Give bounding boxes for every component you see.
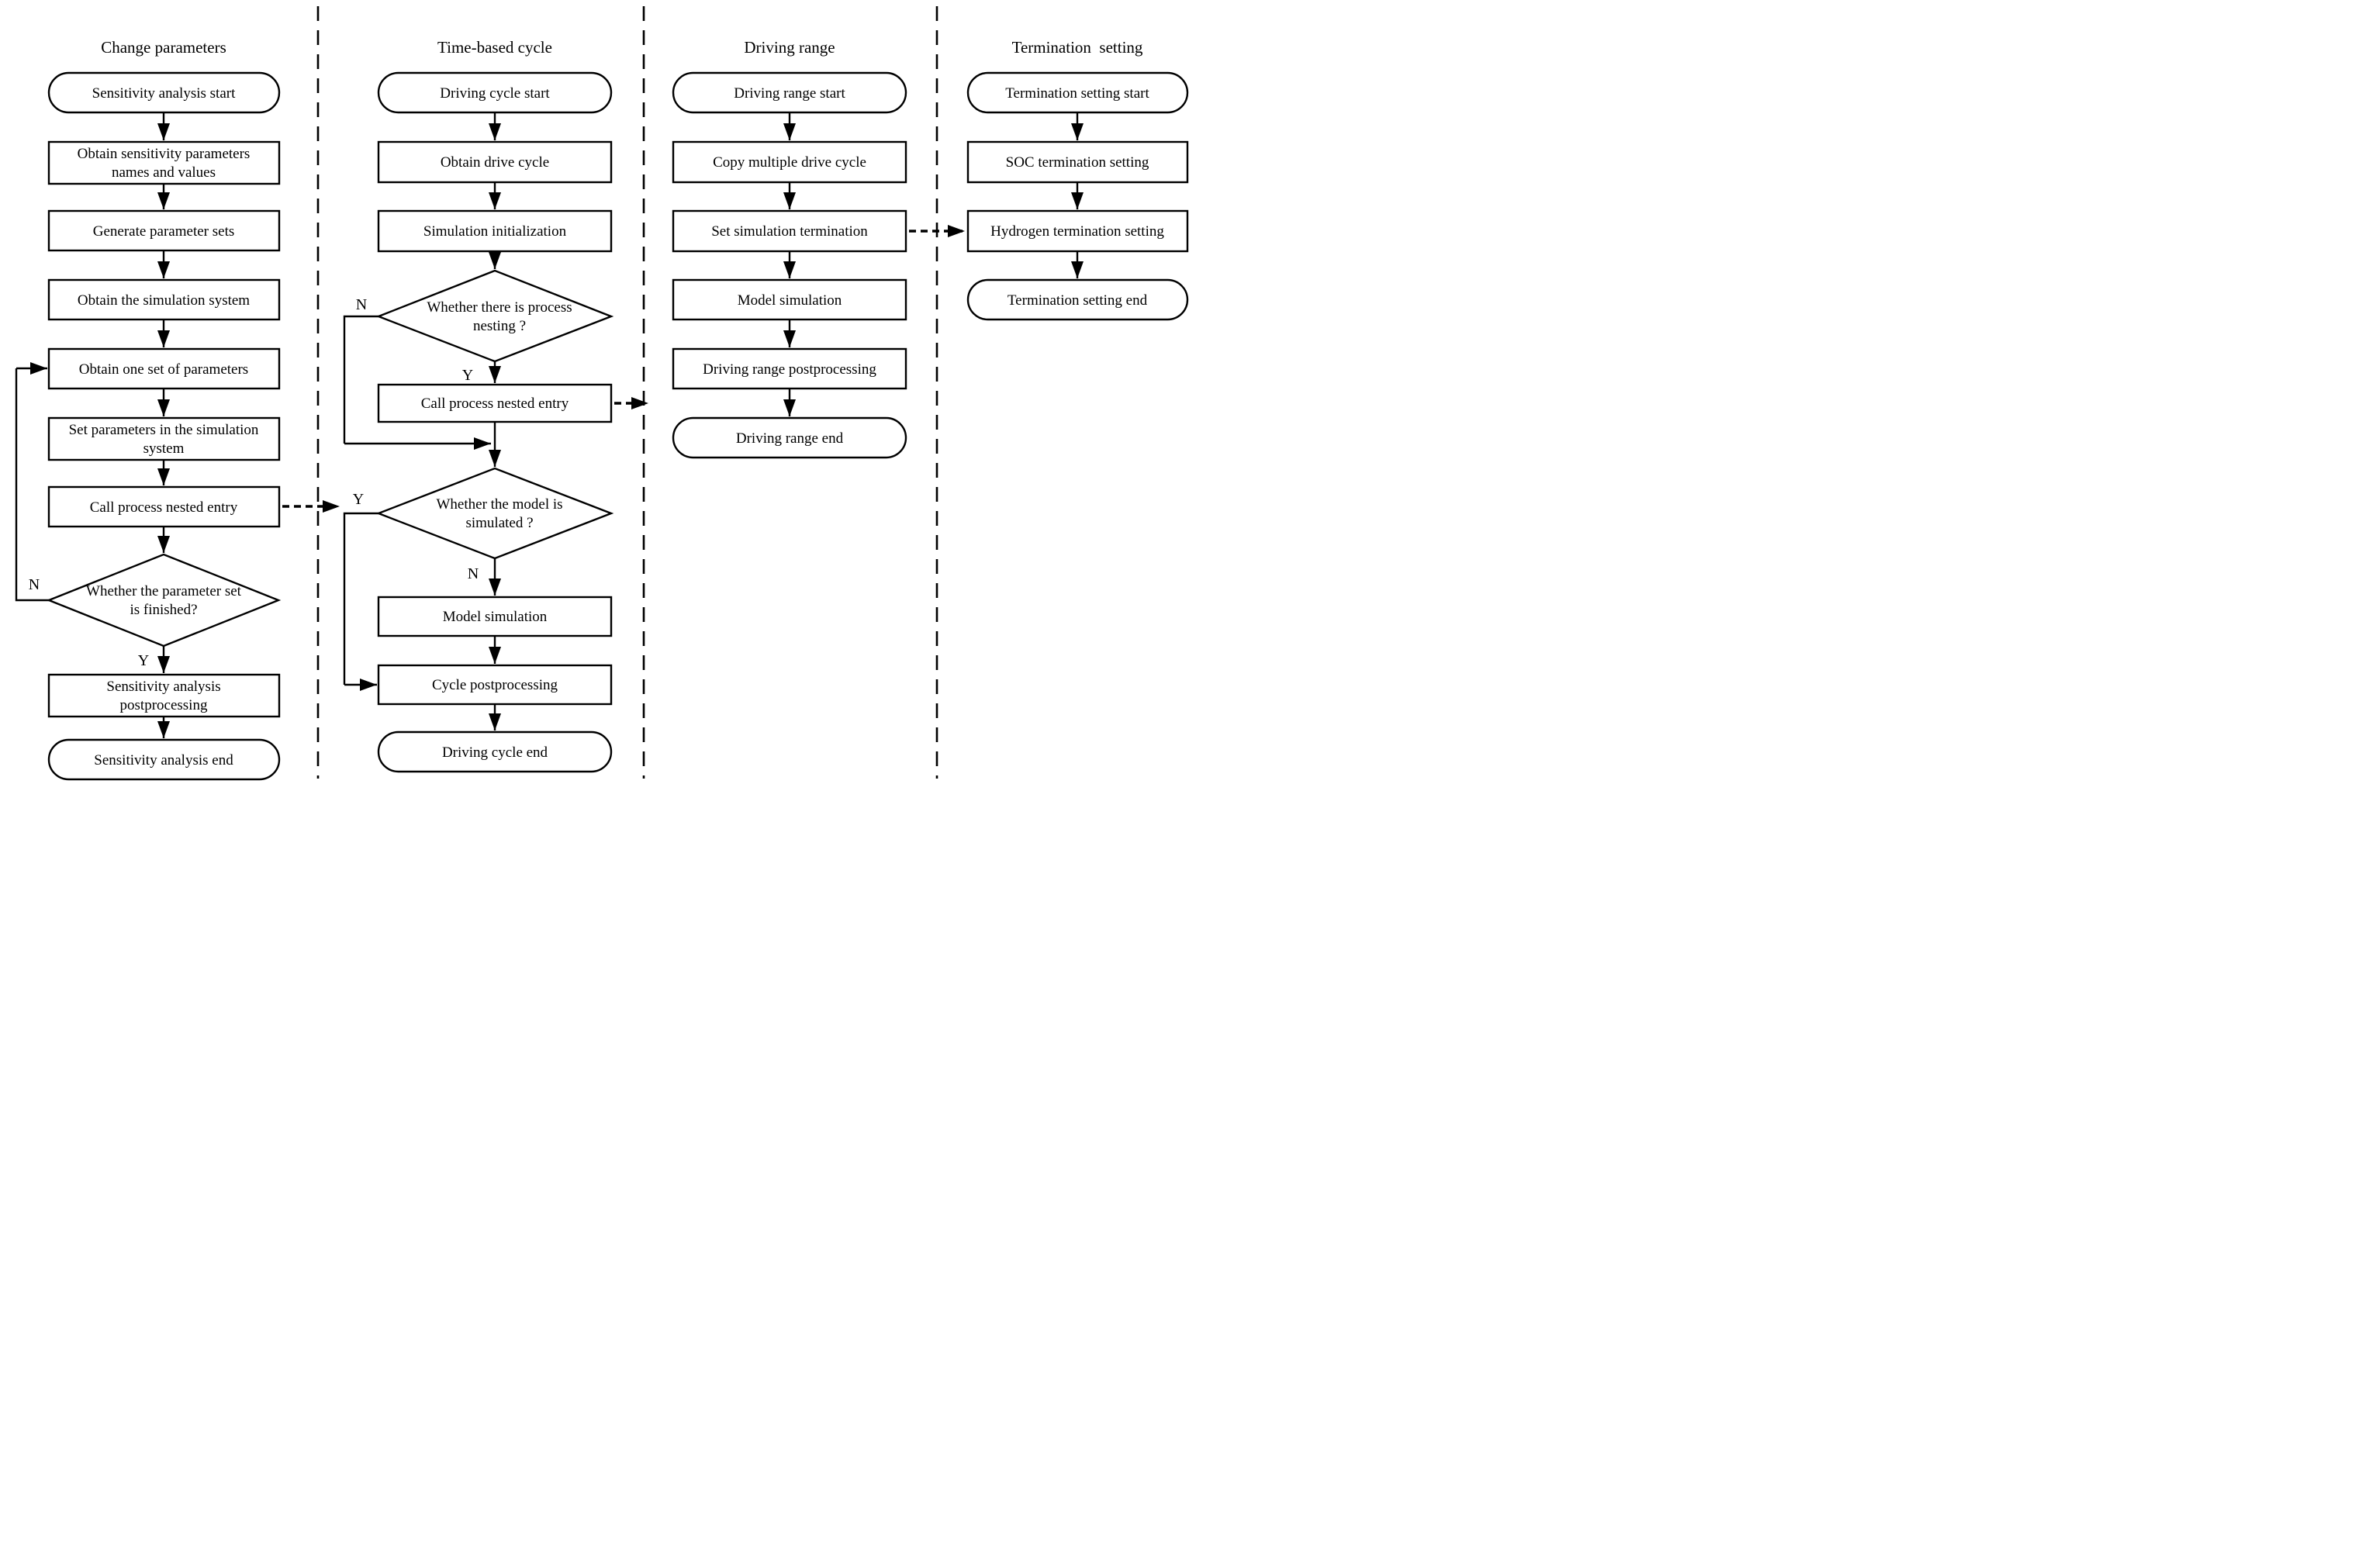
edge-c2-simulated-yes-bypass	[343, 512, 378, 685]
node-c2-model-simulation-label: Model simulation	[443, 609, 548, 625]
node-decision-parameter-set-finished-label-line2: is finished?	[130, 602, 197, 618]
node-obtain-drive-cycle	[377, 140, 613, 184]
label-c1-branch-yes: Y	[138, 652, 149, 669]
node-driving-cycle-end-label: Driving cycle end	[442, 744, 548, 761]
node-obtain-simulation-system	[47, 278, 281, 321]
label-c2-nesting-no: N	[356, 296, 367, 313]
node-c2-model-simulation	[377, 596, 613, 637]
node-obtain-simulation-system-label: Obtain the simulation system	[78, 292, 250, 309]
node-driving-range-postprocessing-label: Driving range postprocessing	[703, 361, 876, 378]
node-set-parameters-label-line1: Set parameters in the simulation	[69, 422, 259, 438]
node-driving-cycle-start-label: Driving cycle start	[440, 85, 550, 102]
node-soc-termination-setting-label: SOC termination setting	[1006, 154, 1149, 171]
node-decision-model-simulated	[375, 467, 614, 560]
column-time-based-cycle: Time-based cycle Driving cycle start Obt…	[343, 38, 648, 773]
node-driving-range-postprocessing	[672, 347, 907, 390]
node-c3-model-simulation-label: Model simulation	[738, 292, 842, 309]
node-generate-parameter-sets-label: Generate parameter sets	[93, 223, 235, 240]
node-termination-setting-end-label: Termination setting end	[1008, 292, 1148, 309]
node-sensitivity-analysis-postprocessing-label-line2: postprocessing	[120, 697, 208, 713]
node-c1-call-process-nested-entry-label: Call process nested entry	[90, 499, 238, 516]
node-obtain-sensitivity-parameters-label-line1: Obtain sensitivity parameters	[78, 146, 251, 162]
flowchart-page: Change parameters Sensitivity analysis s…	[0, 0, 1189, 784]
node-simulation-initialization	[377, 209, 613, 253]
node-decision-process-nesting-label-line2: nesting ?	[473, 318, 526, 334]
edge-c1-no-feedback	[15, 368, 49, 602]
node-decision-process-nesting-label-line1: Whether there is process	[427, 299, 572, 316]
node-c3-model-simulation	[672, 278, 907, 321]
column-driving-range: Driving range Driving range start Copy m…	[672, 38, 965, 459]
node-copy-multiple-drive-cycle-label: Copy multiple drive cycle	[713, 154, 866, 171]
node-decision-process-nesting	[375, 269, 614, 363]
node-obtain-drive-cycle-label: Obtain drive cycle	[441, 154, 549, 171]
edge-c2-nesting-no-bypass	[343, 315, 378, 444]
node-obtain-one-set-of-parameters-label: Obtain one set of parameters	[79, 361, 248, 378]
node-set-simulation-termination-label: Set simulation termination	[711, 223, 868, 240]
flowchart-canvas: Change parameters Sensitivity analysis s…	[15, 6, 1189, 781]
node-sensitivity-analysis-postprocessing	[47, 673, 281, 718]
node-c2-call-process-nested-entry	[377, 383, 613, 423]
node-sensitivity-analysis-end	[47, 738, 281, 781]
node-decision-model-simulated-label-line1: Whether the model is	[436, 496, 562, 513]
node-sensitivity-analysis-end-label: Sensitivity analysis end	[94, 752, 233, 768]
node-driving-range-end	[672, 416, 907, 459]
node-decision-parameter-set-finished-label-line1: Whether the parameter set	[86, 583, 242, 599]
node-driving-range-start-label: Driving range start	[734, 85, 845, 102]
label-c2-simulated-yes: Y	[353, 491, 364, 508]
node-set-parameters-in-simulation-system	[47, 416, 281, 461]
column-title-driving-range: Driving range	[744, 38, 835, 57]
node-generate-parameter-sets	[47, 209, 281, 252]
node-cycle-postprocessing-label: Cycle postprocessing	[432, 677, 558, 693]
node-simulation-initialization-label: Simulation initialization	[423, 223, 567, 240]
column-title-change-parameters: Change parameters	[101, 38, 226, 57]
node-set-parameters-label-line2: system	[143, 440, 185, 457]
label-c2-simulated-no: N	[468, 565, 479, 582]
column-title-time-based-cycle: Time-based cycle	[437, 38, 552, 57]
node-soc-termination-setting	[966, 140, 1189, 184]
node-hydrogen-termination-setting-label: Hydrogen termination setting	[990, 223, 1164, 240]
column-termination-setting: Termination setting Termination setting …	[966, 38, 1189, 321]
node-decision-parameter-set-finished	[46, 553, 282, 648]
node-c1-call-process-nested-entry	[47, 485, 281, 528]
node-hydrogen-termination-setting	[966, 209, 1189, 253]
column-title-termination-setting: Termination setting	[1012, 38, 1143, 57]
node-termination-setting-end	[966, 278, 1189, 321]
node-driving-range-end-label: Driving range end	[736, 430, 844, 447]
node-decision-model-simulated-label-line2: simulated ?	[465, 515, 533, 531]
node-obtain-sensitivity-parameters-label-line2: names and values	[112, 164, 216, 181]
label-c1-branch-no: N	[29, 576, 40, 593]
node-sensitivity-analysis-postprocessing-label-line1: Sensitivity analysis	[106, 679, 220, 695]
node-set-simulation-termination	[672, 209, 907, 253]
node-c2-call-process-nested-entry-label: Call process nested entry	[421, 395, 569, 412]
node-sensitivity-analysis-start-label: Sensitivity analysis start	[92, 85, 236, 102]
node-copy-multiple-drive-cycle	[672, 140, 907, 184]
node-termination-setting-start-label: Termination setting start	[1005, 85, 1149, 102]
column-change-parameters: Change parameters Sensitivity analysis s…	[15, 38, 340, 781]
node-driving-cycle-end	[377, 730, 613, 773]
label-c2-nesting-yes: Y	[462, 367, 473, 384]
